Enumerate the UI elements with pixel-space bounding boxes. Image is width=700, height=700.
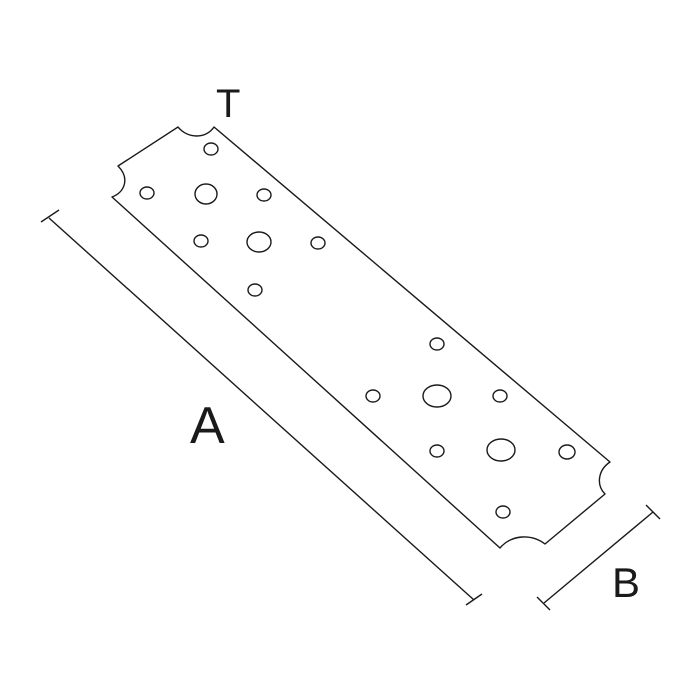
plate-outline (111, 126, 611, 549)
hole (558, 444, 576, 460)
hole-large (246, 231, 272, 253)
dimension-line-b (536, 504, 661, 611)
dimension-line-a (40, 209, 483, 606)
hole (193, 234, 209, 248)
dimension-label-a: A (190, 397, 225, 455)
hole-group-lower (365, 337, 576, 519)
hole (310, 236, 326, 250)
dimension-label-b: B (612, 559, 641, 606)
hole-group-upper (139, 142, 326, 297)
hole (203, 142, 219, 156)
hole (495, 505, 511, 519)
hole (429, 337, 445, 351)
hole-large (194, 183, 218, 205)
hole (256, 188, 272, 202)
hole-large (422, 384, 452, 408)
hole (247, 283, 263, 297)
dimension-label-t: T (216, 82, 241, 126)
hole (429, 444, 445, 458)
hole (139, 186, 155, 200)
hole (365, 389, 381, 403)
hole (492, 389, 508, 403)
hole-large (486, 438, 516, 462)
